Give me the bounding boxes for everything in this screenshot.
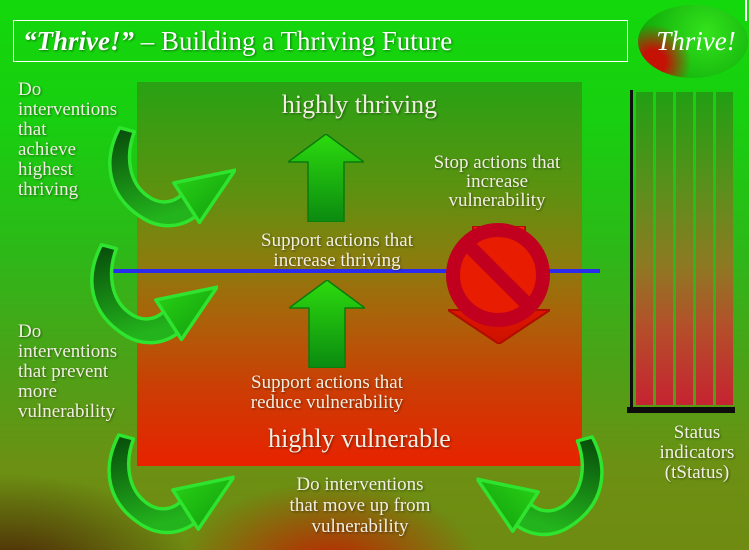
intervention-arrow-top-icon (88, 124, 236, 236)
reduce-vulnerability-arrow-icon (289, 280, 365, 368)
interventions-achieve-label: Do interventions that achieve highest th… (18, 79, 118, 200)
interventions-moveup-label: Do interventions that move up from vulne… (289, 474, 431, 537)
status-bar (676, 92, 693, 405)
status-bar (636, 92, 653, 405)
thrive-logo-text: Thrive! (656, 26, 736, 56)
status-axis-horizontal (627, 407, 735, 413)
intervention-arrow-bottom-left-icon (85, 433, 237, 541)
slide-title-box: “Thrive!” – Building a Thriving Future (13, 20, 628, 62)
interventions-prevent-label: Do interventions that prevent more vulne… (18, 321, 118, 422)
increase-thriving-arrow-icon (288, 134, 364, 222)
status-bars (636, 92, 733, 405)
slide-title: “Thrive!” – Building a Thriving Future (23, 26, 452, 57)
intervention-arrow-bottom-right-icon (474, 435, 626, 543)
threshold-line (104, 269, 600, 273)
zone-label-highly-vulnerable: highly vulnerable (268, 424, 451, 453)
slide-title-rest: – Building a Thriving Future (134, 25, 453, 56)
stop-actions-label: Stop actions that increase vulnerability (433, 152, 561, 211)
slide-edge-line (745, 0, 747, 21)
status-bar (656, 92, 673, 405)
status-bar (716, 92, 733, 405)
support-increase-label: Support actions that increase thriving (261, 230, 413, 271)
intervention-arrow-middle-icon (70, 241, 218, 353)
slide-title-emphasis: “Thrive!” (23, 25, 134, 56)
status-bar (696, 92, 713, 405)
thrive-logo: Thrive! (638, 5, 748, 78)
prohibition-icon (446, 223, 550, 327)
zone-label-highly-thriving: highly thriving (281, 90, 438, 119)
support-reduce-label: Support actions that reduce vulnerabilit… (250, 372, 404, 413)
status-axis-vertical (630, 90, 633, 407)
status-indicators-label: Status indicators (tStatus) (659, 422, 735, 483)
